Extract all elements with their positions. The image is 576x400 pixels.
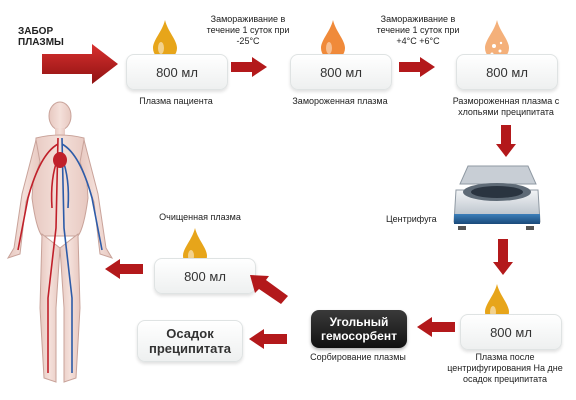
caption-centrifuge: Центрифуга — [386, 214, 437, 224]
sorbent-box: Угольный гемосорбент — [311, 310, 407, 348]
title-label: ЗАБОР ПЛАЗМЫ — [18, 26, 64, 48]
arrow-right-2 — [399, 57, 435, 77]
plasma-box-3: 800 мл — [456, 54, 558, 90]
plasma-box-5: 800 мл — [154, 258, 256, 294]
arrow-left-2 — [249, 329, 287, 349]
caption-frozen-plasma: Замороженная плазма — [292, 96, 388, 106]
drop-orange-icon — [321, 20, 345, 60]
arrow-down-2 — [493, 239, 513, 275]
freeze-step-text: Замораживание в течение 1 суток при -25°… — [206, 14, 290, 46]
thaw-step-text: Замораживание в течение 1 суток при +4°С… — [376, 14, 460, 46]
sediment-box: Осадок преципитата — [137, 320, 243, 362]
centrifuge-icon — [453, 165, 541, 230]
plasma-box-1: 800 мл — [126, 54, 228, 90]
arrow-up-left — [250, 275, 288, 304]
arrow-right-1 — [231, 57, 267, 77]
big-arrow — [42, 44, 118, 84]
drop-gold-icon — [153, 20, 177, 60]
drop-flakes-icon — [485, 20, 509, 60]
caption-plasma-patient: Плазма пациента — [139, 96, 213, 106]
human-body-icon — [6, 101, 114, 383]
arrow-left-3 — [105, 259, 143, 279]
arrow-down-1 — [496, 125, 516, 157]
caption-thawed-plasma: Размороженная плазма с хлопьями преципит… — [452, 96, 560, 117]
plasma-box-4: 800 мл — [460, 314, 562, 350]
plasma-box-2: 800 мл — [290, 54, 392, 90]
caption-plasma-after: Плазма после центрифугирования На дне ос… — [447, 352, 563, 384]
caption-clean-plasma: Очищенная плазма — [159, 212, 241, 222]
arrow-left-1 — [417, 317, 455, 337]
caption-sorption: Сорбирование плазмы — [310, 352, 406, 362]
